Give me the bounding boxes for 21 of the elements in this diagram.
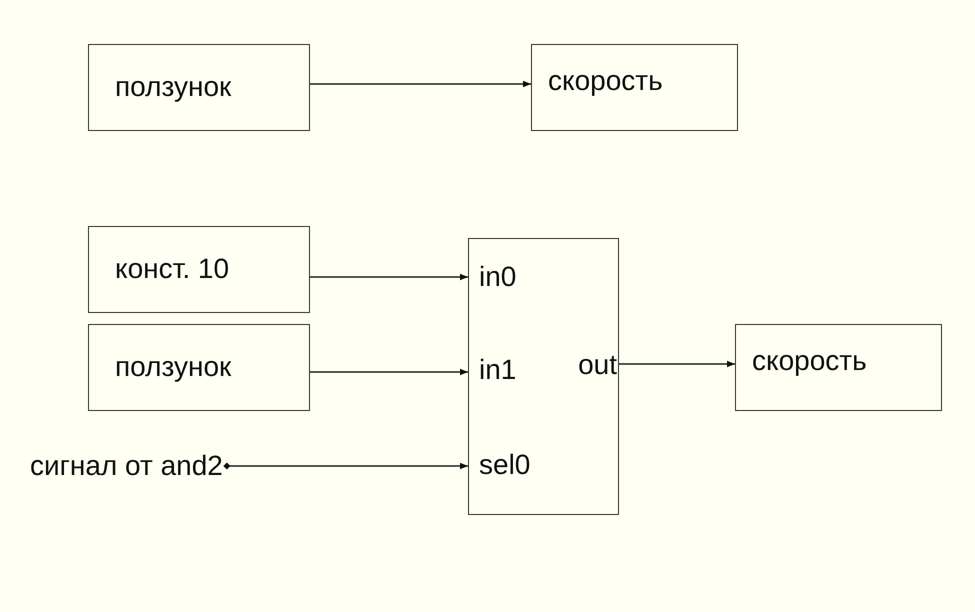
arrow (619, 360, 735, 368)
box-label: ползунок (115, 73, 232, 101)
process-box (88, 44, 310, 131)
process-box (88, 324, 310, 411)
multiplexer-block (468, 238, 619, 515)
arrow (223, 462, 468, 470)
output-port-label: out (578, 351, 617, 379)
box-label: скорость (548, 67, 663, 95)
arrow (310, 80, 531, 88)
arrow (310, 274, 468, 280)
box-label: ползунок (115, 353, 232, 381)
signal-label: сигнал от and2 (30, 452, 223, 480)
process-box (531, 44, 738, 131)
input-port-label: in0 (479, 263, 516, 291)
arrow (310, 368, 468, 376)
box-label: конст. 10 (115, 255, 230, 283)
input-port-label: in1 (479, 356, 516, 384)
process-box (735, 324, 942, 411)
process-box (88, 226, 310, 313)
input-port-label: sel0 (479, 451, 530, 479)
box-label: скорость (752, 347, 867, 375)
